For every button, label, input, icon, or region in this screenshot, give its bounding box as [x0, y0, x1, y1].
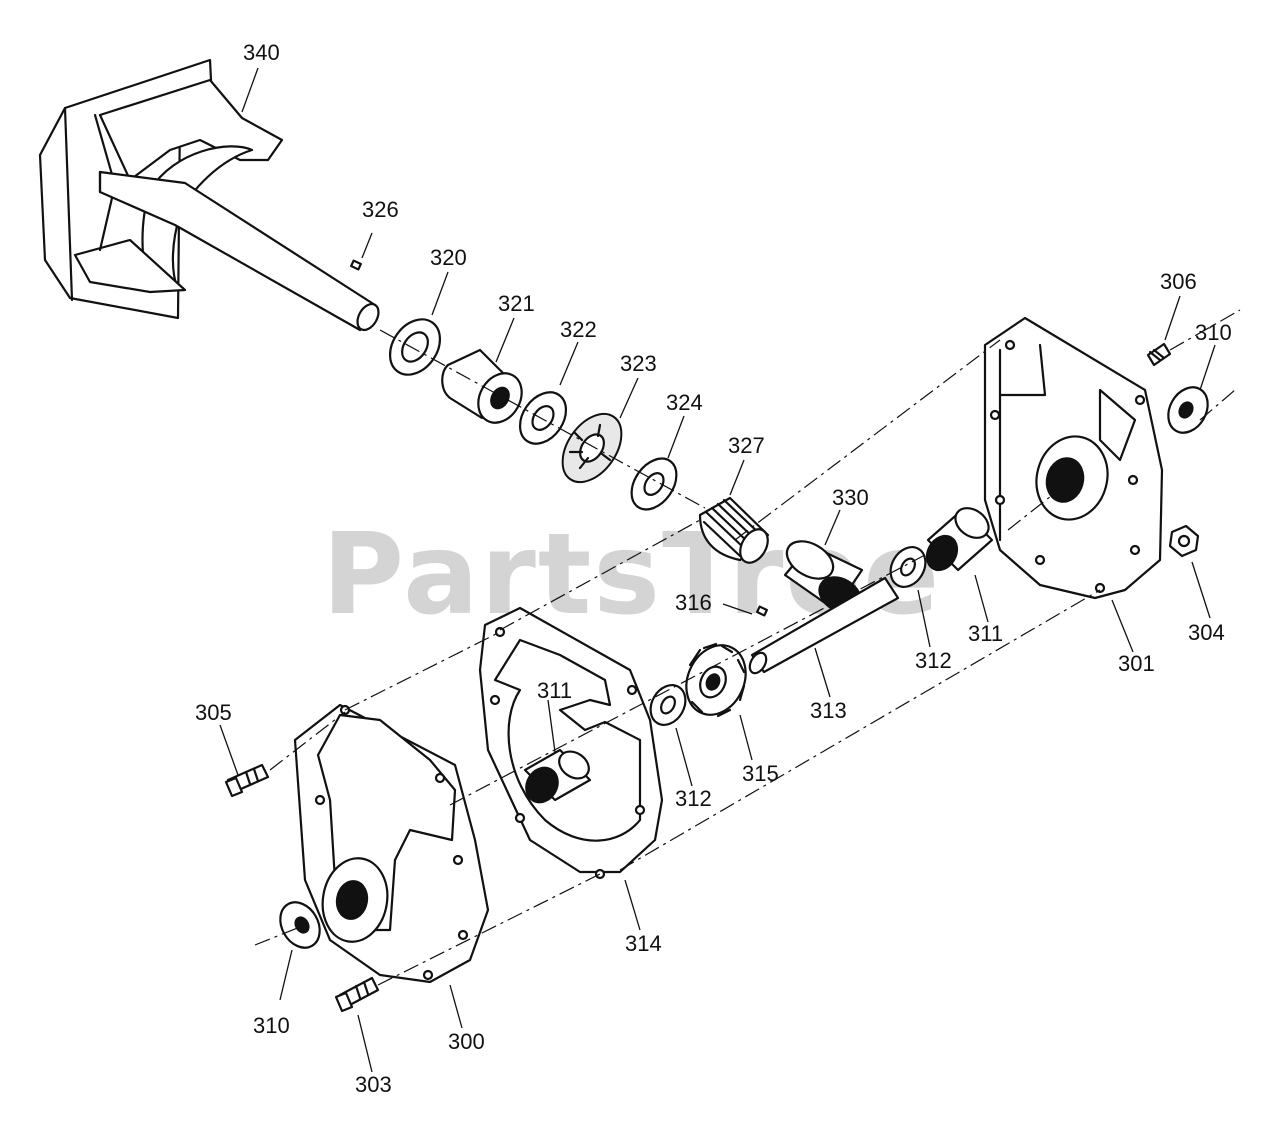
thrust-washer-icon	[388, 318, 442, 376]
label-316: 316	[675, 590, 712, 615]
label-301: 301	[1118, 651, 1155, 676]
label-322: 322	[560, 317, 597, 342]
label-312-right: 312	[915, 648, 952, 673]
thrust-washer-icon	[518, 391, 568, 445]
bushing-icon	[523, 748, 592, 804]
label-306: 306	[1160, 269, 1197, 294]
label-305: 305	[195, 700, 232, 725]
label-315: 315	[742, 761, 779, 786]
hex-bolt-icon	[334, 976, 380, 1013]
label-323: 323	[620, 351, 657, 376]
label-300: 300	[448, 1029, 485, 1054]
label-330: 330	[832, 485, 869, 510]
label-327: 327	[728, 433, 765, 458]
label-321: 321	[498, 291, 535, 316]
spur-gear-icon	[685, 642, 747, 718]
label-310-right: 310	[1195, 320, 1232, 345]
leader-lines	[219, 67, 1216, 1073]
label-324: 324	[666, 390, 703, 415]
thrust-washer-icon	[889, 546, 927, 588]
worm-gear-icon	[698, 496, 770, 564]
label-311-right: 311	[968, 621, 1003, 646]
label-314: 314	[625, 931, 662, 956]
hex-bolt-icon	[224, 763, 270, 798]
label-313: 313	[810, 698, 847, 723]
gasket-icon	[478, 606, 664, 880]
label-311-left: 311	[537, 678, 572, 703]
cross-shaft-icon	[748, 576, 900, 675]
bushing-icon	[783, 540, 864, 614]
label-340: 340	[243, 40, 280, 65]
bushing-icon	[441, 348, 523, 424]
impeller-shaft-icon	[38, 58, 380, 332]
hex-bolt-icon	[1146, 342, 1172, 367]
label-320: 320	[430, 245, 467, 270]
thrust-washer-icon	[630, 457, 678, 511]
bushing-icon	[925, 507, 994, 572]
part-labels: 340 326 320 321 322 323 324 327 330 306 …	[195, 40, 1232, 1097]
gear-housing-icon	[293, 703, 490, 984]
label-304: 304	[1188, 620, 1225, 645]
label-326: 326	[362, 197, 399, 222]
key-icon	[350, 259, 362, 271]
hex-nut-icon	[1168, 524, 1200, 558]
gear-housing-icon	[983, 316, 1164, 600]
hex-nut-icon	[1167, 386, 1209, 434]
label-303: 303	[355, 1072, 392, 1097]
key-icon	[756, 605, 768, 617]
label-310-left: 310	[253, 1013, 290, 1038]
label-312-left: 312	[675, 786, 712, 811]
hex-nut-icon	[279, 901, 321, 949]
assembly-centerlines	[254, 309, 1241, 986]
